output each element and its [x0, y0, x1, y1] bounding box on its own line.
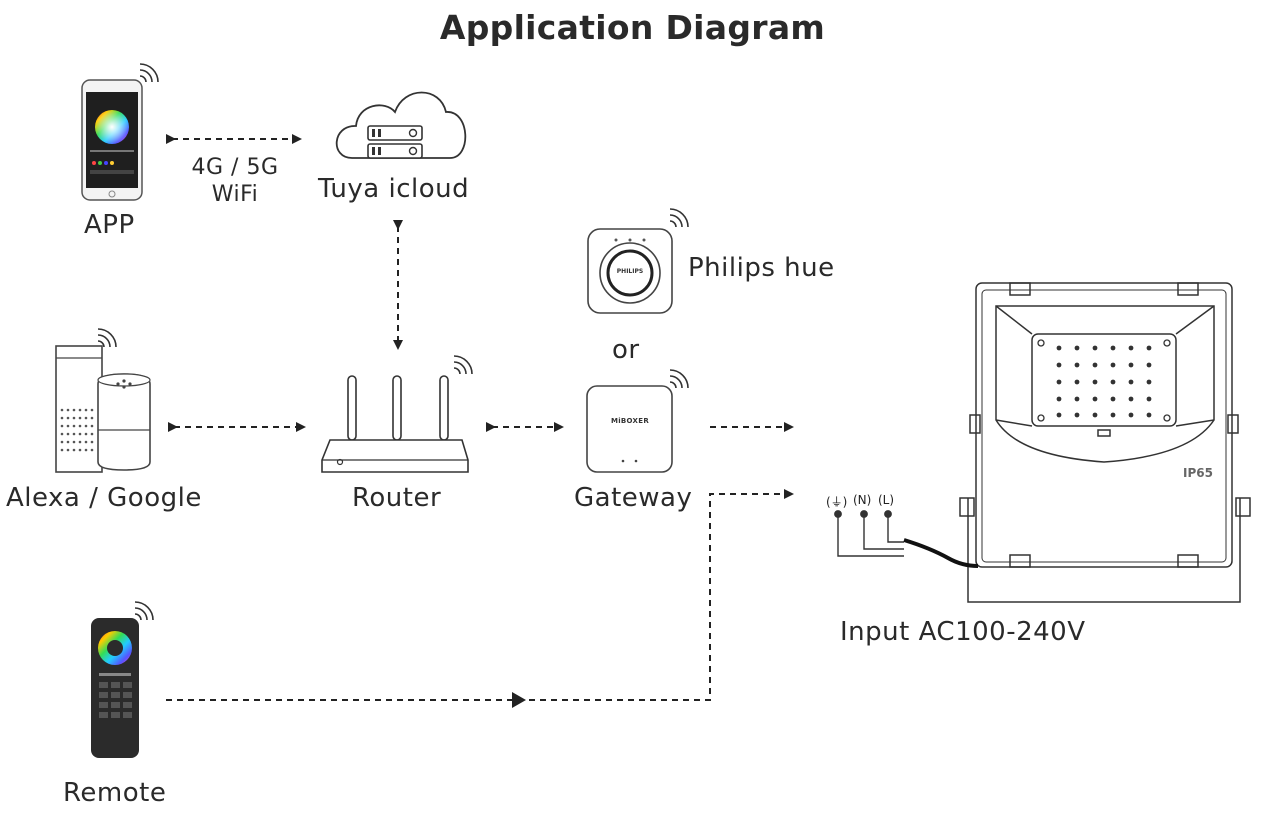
connection-caption: 4G / 5G WiFi — [176, 154, 294, 208]
ip-rating-text: IP65 — [1183, 466, 1213, 480]
node-label-app: APP — [84, 210, 135, 240]
link-remote-light — [166, 489, 794, 701]
input-wiring — [834, 510, 979, 568]
wifi-signal-icon — [134, 601, 154, 621]
mounting-screw-icons — [1037, 339, 1171, 422]
remote-control-icon — [91, 618, 139, 758]
wifi-signal-icon — [669, 369, 689, 389]
floodlight-icon — [959, 282, 1251, 603]
wifi-signal-icon — [453, 355, 473, 375]
router-icon — [321, 375, 469, 473]
node-label-gateway: Gateway — [574, 483, 693, 513]
wifi-signal-icon — [97, 328, 117, 348]
wifi-signal-icon — [139, 63, 159, 83]
cloud-icon — [335, 91, 467, 159]
terminal-live-label: (L) — [878, 493, 895, 507]
hue-brand-text: PHILIPS — [616, 268, 644, 275]
phone-icon — [81, 79, 143, 201]
gateway-brand-text: MiBOXER — [610, 417, 650, 425]
connection-lines — [166, 134, 794, 701]
philips-hue-bridge-icon — [587, 228, 673, 314]
connection-caption-line1: 4G / 5G — [191, 155, 279, 180]
terminal-earth-label: (⏚) — [826, 495, 848, 509]
node-label-cloud: Tuya icloud — [318, 174, 470, 204]
node-label-philips-hue: Philips hue — [688, 253, 835, 283]
led-array — [1056, 345, 1152, 418]
wifi-signal-icon — [669, 208, 689, 228]
node-label-or: or — [612, 335, 640, 365]
arrowhead-mid — [512, 692, 526, 708]
smart-speaker-icon — [55, 345, 151, 473]
connection-caption-line2: WiFi — [211, 182, 259, 207]
node-label-assistants: Alexa / Google — [6, 483, 202, 513]
gateway-icon — [586, 385, 673, 473]
page-title: Application Diagram — [439, 8, 826, 47]
terminal-neutral-label: (N) — [853, 493, 872, 507]
node-label-remote: Remote — [63, 778, 167, 808]
node-label-router: Router — [352, 483, 442, 513]
node-label-input: Input AC100-240V — [840, 617, 1086, 647]
